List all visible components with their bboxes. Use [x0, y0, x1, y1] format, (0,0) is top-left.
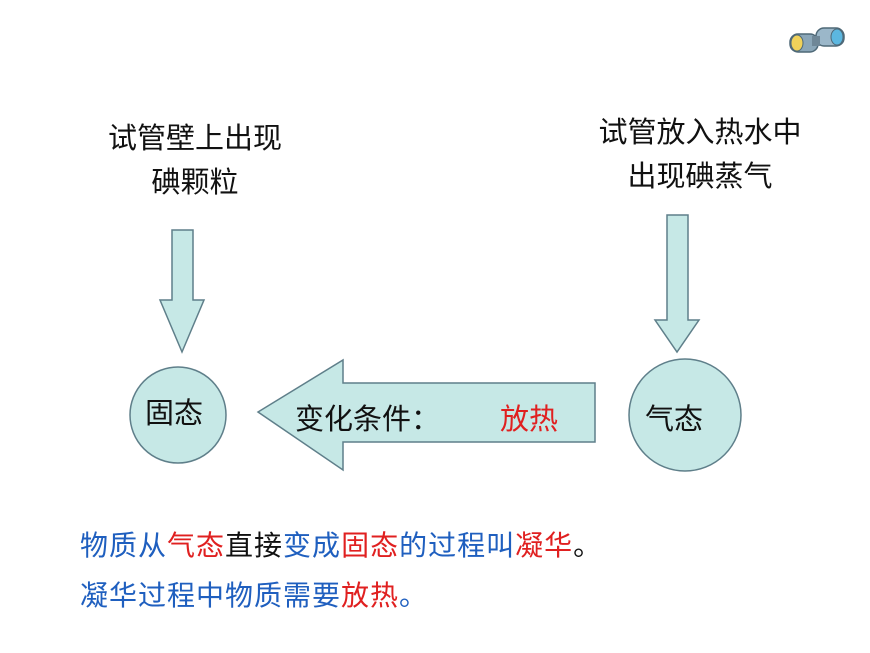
summary-line1-directly: 直接: [225, 529, 284, 562]
right-observation: 试管放入热水中 出现碘蒸气: [570, 110, 830, 198]
condition-label: 变化条件：: [295, 402, 441, 436]
right-observation-line2: 出现碘蒸气: [627, 159, 773, 193]
condition-arrow: [256, 358, 596, 472]
summary-line2-period: 。: [399, 579, 429, 612]
binoculars-icon: [789, 27, 845, 53]
solid-state-circle: [129, 366, 227, 464]
left-observation-line2: 碘颗粒: [151, 165, 239, 199]
left-down-arrow: [158, 229, 206, 354]
summary-line1-solid: 固态: [341, 529, 400, 562]
summary-line-1: 物质从气态直接变成固态的过程叫凝华。: [80, 524, 602, 564]
summary-line1-process: 的过程叫: [399, 529, 516, 562]
condition-value: 放热: [500, 402, 559, 436]
summary-line1-period: 。: [573, 529, 603, 562]
right-observation-line1: 试管放入热水中: [598, 115, 802, 149]
gas-state-label: 气态: [645, 402, 704, 436]
summary-line1-deposition: 凝华: [515, 529, 574, 562]
solid-state-label: 固态: [145, 396, 204, 430]
summary-line1-part1: 物质从: [80, 529, 168, 562]
summary-line2-release-heat: 放热: [341, 579, 400, 612]
right-down-arrow: [653, 214, 701, 354]
left-observation: 试管壁上出现 碘颗粒: [80, 116, 310, 204]
summary-line1-becomes: 变成: [283, 529, 342, 562]
summary-line1-gas: 气态: [167, 529, 226, 562]
gas-state-circle: [628, 358, 742, 472]
summary-line-2: 凝华过程中物质需要放热。: [80, 574, 428, 614]
summary-line2-part1: 凝华过程中物质需要: [80, 579, 342, 612]
left-observation-line1: 试管壁上出现: [107, 121, 282, 155]
